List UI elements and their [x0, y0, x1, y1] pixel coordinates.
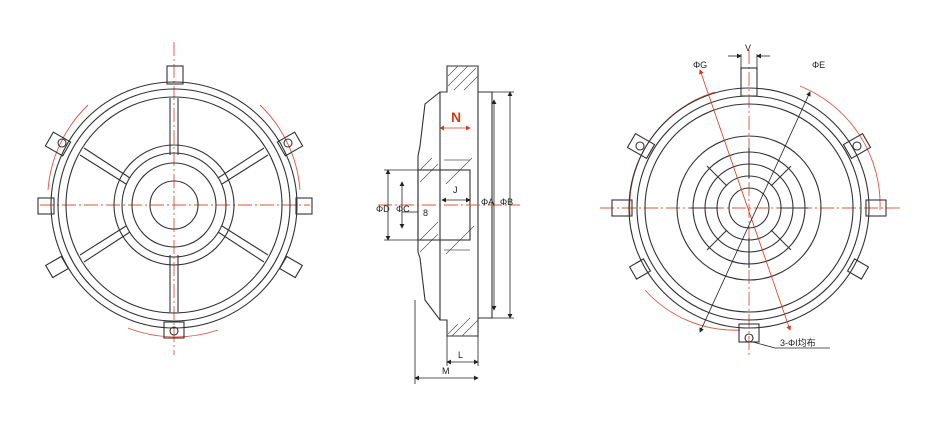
- front-spokes: [79, 98, 269, 312]
- label-phi-d: ΦD: [376, 204, 390, 214]
- section-dimensions: [384, 91, 514, 384]
- section-hatch: [419, 65, 479, 337]
- rear-dimensions: [699, 53, 830, 349]
- label-holes-note: 3-ΦI均布: [780, 337, 816, 348]
- label-l: L: [458, 350, 463, 360]
- section-view: N ΦD ΦC 8 J ΦA ΦB L M: [376, 65, 520, 384]
- label-n: N: [451, 109, 461, 125]
- bearing-bore: [149, 180, 199, 230]
- label-phi-c: ΦC: [396, 204, 410, 214]
- rear-view: V ΦG ΦE 3-ΦI均布: [600, 43, 900, 355]
- front-lugs: [37, 65, 313, 339]
- label-phi-b: ΦB: [500, 197, 513, 207]
- front-view: [37, 42, 313, 355]
- label-m: M: [442, 366, 450, 376]
- label-phi-e: ΦE: [812, 60, 825, 70]
- label-phi-g: ΦG: [693, 60, 707, 70]
- label-eight: 8: [423, 208, 428, 218]
- label-phi-a: ΦA: [481, 197, 494, 207]
- front-bolt-arcs: [47, 104, 301, 338]
- outer-ring: [50, 81, 298, 329]
- label-j: J: [453, 185, 458, 195]
- front-centerlines: [40, 42, 310, 355]
- label-v: V: [745, 43, 751, 53]
